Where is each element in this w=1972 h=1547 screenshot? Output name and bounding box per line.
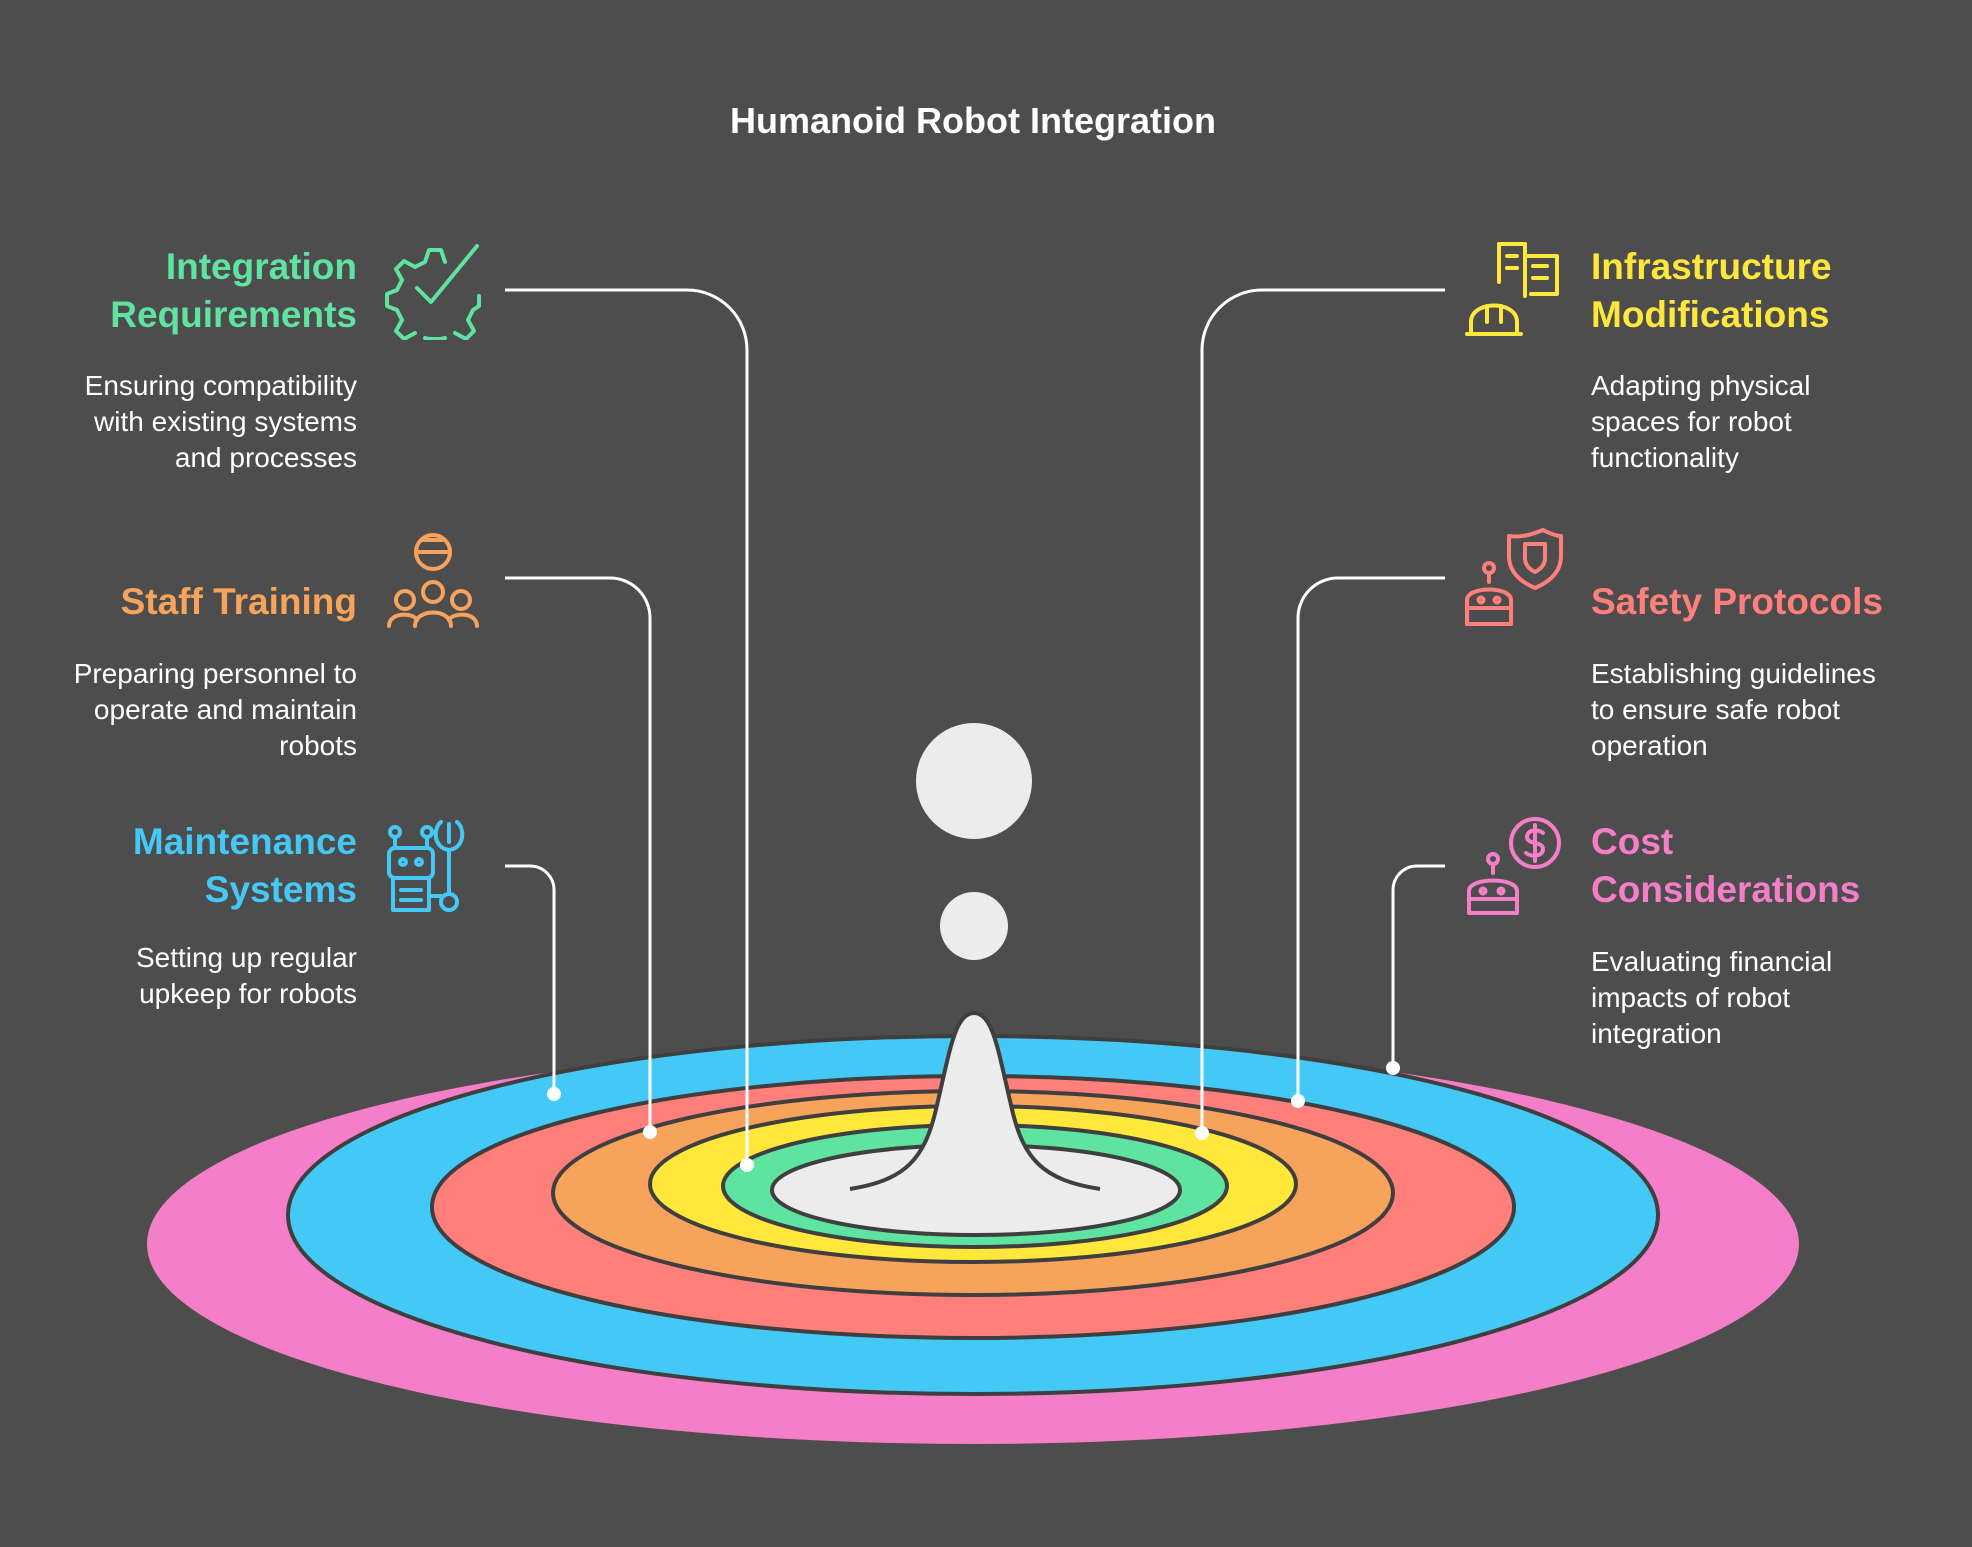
heading-staff-training: Staff Training — [0, 578, 357, 626]
description-line: operation — [1591, 730, 1708, 761]
robot-shield-icon — [1465, 528, 1563, 626]
description-line: upkeep for robots — [139, 978, 357, 1009]
description-line: operate and maintain — [93, 694, 357, 725]
description-line: Establishing guidelines — [1591, 658, 1876, 689]
description-line: integration — [1591, 1018, 1722, 1049]
description-line: Preparing personnel to — [73, 658, 357, 689]
page-title: Humanoid Robot Integration — [730, 100, 1216, 141]
splash-peak — [850, 1013, 1100, 1189]
description-line: to ensure safe robot — [1591, 694, 1841, 725]
description-line: and processes — [174, 442, 357, 473]
people-group-icon — [387, 533, 479, 628]
description-line: Setting up regular — [135, 942, 357, 973]
connector-maintenance-systems — [505, 864, 556, 1094]
description-line: impacts of robot — [1591, 982, 1791, 1013]
description-safety-protocols: Establishing guidelines to ensure safe r… — [1591, 656, 1972, 764]
heading-safety-protocols: Safety Protocols — [1591, 578, 1972, 626]
description-line: functionality — [1591, 442, 1739, 473]
description-line: spaces for robot — [1591, 406, 1792, 437]
heading-line: Considerations — [1591, 869, 1861, 910]
connector-dot — [1291, 1094, 1305, 1108]
description-infrastructure-modifications: Adapting physical spaces for robot funct… — [1591, 368, 1972, 476]
heading-line: Integration — [165, 246, 357, 287]
description-maintenance-systems: Setting up regular upkeep for robots — [0, 940, 357, 1012]
heading-line: Maintenance — [132, 821, 357, 862]
building-hardhat-icon — [1465, 242, 1559, 336]
heading-integration-requirements: Integration Requirements — [0, 243, 357, 339]
heading-maintenance-systems: Maintenance Systems — [0, 818, 357, 914]
robot-dollar-icon — [1467, 817, 1561, 915]
robot-wrench-icon — [387, 820, 465, 912]
connector-staff-training — [505, 576, 652, 1132]
splash-outline — [849, 1010, 1101, 1191]
connector-safety-protocols — [1296, 576, 1445, 1101]
connector-dot — [643, 1125, 657, 1139]
connector-integration-requirements — [505, 288, 749, 1165]
heading-line: Staff Training — [120, 581, 357, 622]
connector-dot — [1386, 1061, 1400, 1075]
description-integration-requirements: Ensuring compatibility with existing sys… — [0, 368, 357, 476]
heading-line: Requirements — [110, 294, 357, 335]
description-line: Ensuring compatibility — [84, 370, 357, 401]
description-line: with existing systems — [94, 406, 357, 437]
description-staff-training: Preparing personnel to operate and maint… — [0, 656, 357, 764]
heading-line: Systems — [204, 869, 357, 910]
connector-infrastructure-modifications — [1200, 288, 1445, 1133]
description-line: Adapting physical — [1591, 370, 1811, 401]
droplet-large — [916, 723, 1032, 839]
connector-cost-considerations — [1391, 864, 1445, 1068]
description-line: robots — [279, 730, 357, 761]
heading-line: Safety Protocols — [1591, 581, 1883, 622]
heading-line: Cost — [1591, 821, 1674, 862]
description-cost-considerations: Evaluating financial impacts of robot in… — [1591, 944, 1972, 1052]
connector-dot — [1195, 1126, 1209, 1140]
heading-cost-considerations: Cost Considerations — [1591, 818, 1972, 914]
droplet-small — [940, 892, 1008, 960]
heading-infrastructure-modifications: Infrastructure Modifications — [1591, 243, 1972, 339]
heading-line: Modifications — [1591, 294, 1830, 335]
connector-dot — [740, 1158, 754, 1172]
heading-line: Infrastructure — [1591, 246, 1832, 287]
description-line: Evaluating financial — [1591, 946, 1833, 977]
gear-check-icon — [385, 244, 481, 340]
connector-dot — [547, 1087, 561, 1101]
